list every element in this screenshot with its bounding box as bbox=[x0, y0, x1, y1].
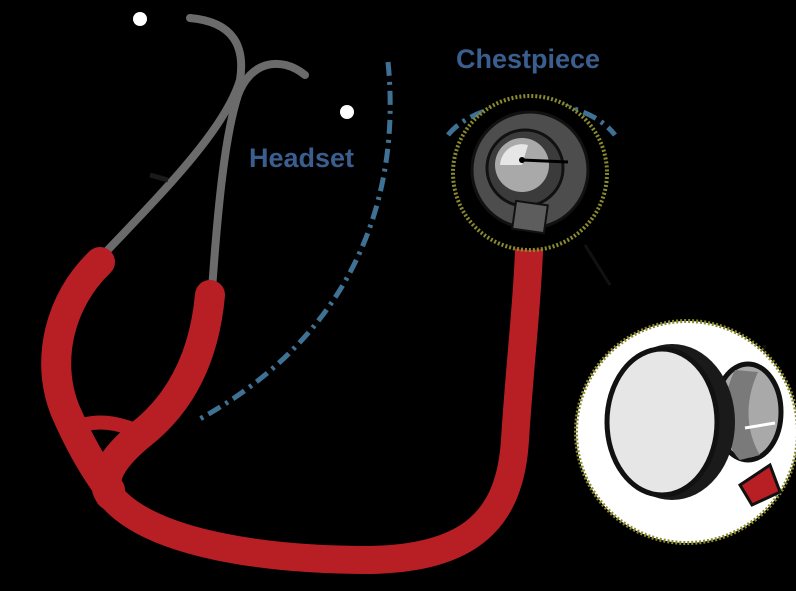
chestpiece-detail bbox=[574, 319, 796, 545]
headset-label: Headset bbox=[249, 143, 354, 173]
chestpiece-stem bbox=[511, 199, 549, 235]
main-tube bbox=[96, 211, 544, 574]
detail-highlight bbox=[744, 421, 776, 430]
tubing-right-branch bbox=[91, 280, 225, 510]
headset-bracket bbox=[196, 61, 393, 423]
chestpiece-pointer bbox=[521, 158, 569, 164]
ear-tube-right bbox=[208, 59, 309, 294]
ear-tubes bbox=[99, 14, 309, 294]
chestpiece-top bbox=[451, 94, 609, 252]
tension-spring bbox=[149, 172, 169, 183]
callout-line-1 bbox=[583, 244, 612, 286]
chestpiece-label: Chestpiece bbox=[456, 44, 600, 74]
ear-tip-right-icon bbox=[340, 105, 354, 119]
tubing-yoke bbox=[63, 415, 142, 437]
detail-tube bbox=[737, 462, 782, 507]
tubing bbox=[41, 211, 544, 574]
ear-tip-left-icon bbox=[133, 12, 147, 26]
detail-diaphragm bbox=[604, 346, 720, 498]
tubing-left-branch bbox=[41, 247, 125, 505]
